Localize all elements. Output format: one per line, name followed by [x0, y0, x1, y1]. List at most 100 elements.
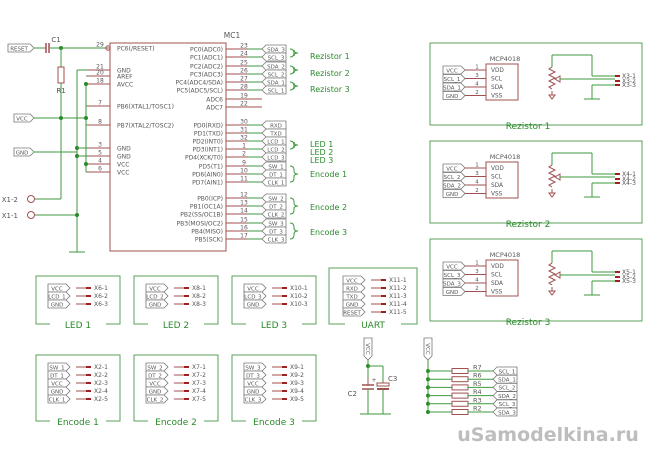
module-title: Rezistor 1 — [506, 122, 551, 132]
module-title: LED 1 — [65, 321, 91, 331]
pullup-resistor — [451, 384, 469, 391]
c3-label: C3 — [388, 375, 397, 383]
net-label-text: DT_1 — [269, 172, 283, 178]
pin-name: PB4(MISO) — [191, 229, 223, 236]
pin-name: PC5(ADC5/SCL) — [177, 88, 223, 95]
pin-stub — [615, 271, 620, 273]
net-label-text: SCL_3 — [444, 273, 461, 279]
pin-number: 1 — [242, 143, 246, 150]
pin-stub — [86, 382, 91, 384]
net-label-text: LCD_1 — [267, 139, 284, 145]
net-label-tag — [243, 283, 267, 293]
net-label-text: VCC — [51, 381, 63, 387]
pin-stub — [184, 303, 189, 305]
net-label-text: DT_3 — [246, 373, 260, 379]
net-label-tag — [342, 307, 366, 317]
pin-name: VCC — [117, 162, 129, 169]
frame-gap — [246, 415, 302, 427]
module-title: Encode 2 — [155, 418, 197, 428]
net-label-tag — [243, 291, 267, 301]
net-label-tag — [261, 161, 287, 171]
net-label-tag — [492, 399, 518, 409]
net-label-tag — [261, 193, 287, 203]
net-label-text: SCL_1 — [268, 88, 285, 94]
connector-pin-label: X6-2 — [94, 293, 108, 300]
net-label-tag — [261, 209, 287, 219]
net-label-tag — [261, 152, 287, 162]
pin-stub — [282, 374, 287, 376]
pin-stub — [86, 374, 91, 376]
net-label-text: LCD_3 — [244, 294, 262, 300]
net-label-tag — [261, 69, 287, 79]
pin-name: SDA — [491, 85, 503, 91]
pin-number: 18 — [96, 78, 104, 85]
pin-name: PC2(ADC2) — [190, 64, 223, 71]
pin-stub — [282, 382, 287, 384]
net-label-text: SCL_2 — [268, 72, 285, 78]
net-label-text: CLK_3 — [245, 397, 262, 403]
potentiometer-symbol — [547, 164, 557, 188]
pin-stub — [184, 398, 189, 400]
connector-x1-2-label: X1-2 — [2, 196, 18, 204]
pin-stub — [615, 173, 620, 175]
net-label-text: DT_2 — [148, 373, 162, 379]
pin-number: 21 — [96, 64, 104, 71]
pin-stub — [282, 303, 287, 305]
pin-stub — [615, 280, 620, 282]
net-label-tag — [145, 291, 169, 301]
pin-name: PC0(ADC0) — [190, 47, 223, 54]
connector-pin-label: X9-1 — [290, 364, 304, 371]
net-label-text: SDA_3 — [443, 281, 461, 287]
output-pin-label: X5-2 — [622, 274, 636, 281]
wiper-arrow — [554, 271, 561, 279]
connector-pin-label: X7-4 — [192, 388, 206, 395]
junction-dot — [75, 154, 79, 158]
pin-number: 27 — [240, 76, 248, 83]
pin-name: PD4(XCK/T0) — [185, 155, 223, 162]
net-label-tag — [442, 278, 466, 288]
net-label-text: SCL_1 — [444, 77, 461, 83]
connector-pin-label: X9-2 — [290, 372, 304, 379]
pin-name: GND — [117, 146, 131, 153]
pin-number: 3 — [98, 142, 102, 149]
pin-number: 16 — [240, 225, 248, 232]
net-label-tag — [261, 169, 287, 179]
net-label-tag — [442, 82, 466, 92]
net-label-text: DT_1 — [50, 373, 64, 379]
net-label-text: DT_2 — [269, 204, 283, 210]
net-label-text: CLK_1 — [49, 397, 66, 403]
net-label-text: SCL_3 — [268, 55, 285, 61]
net-label-tag — [47, 362, 71, 372]
net-label-tag — [442, 261, 466, 271]
pin-number: 10 — [240, 168, 248, 175]
module-title: Rezistor 3 — [506, 318, 551, 328]
pin-name: VCC — [117, 170, 129, 177]
net-label-tag — [261, 136, 287, 146]
chip-name: MCP4018 — [490, 251, 521, 259]
pin-stub — [381, 303, 386, 305]
net-label-tag — [261, 226, 287, 236]
module-title: UART — [361, 321, 385, 331]
chip-body — [485, 63, 519, 101]
net-label-tag — [261, 44, 287, 54]
net-label-text: LCD_1 — [48, 294, 65, 300]
net-label-text: SW_1 — [268, 164, 283, 170]
frame-gap — [500, 201, 556, 215]
resistor-r1 — [57, 66, 65, 84]
pin-name: PD6(AIN0) — [192, 172, 223, 179]
pin-number: 17 — [240, 233, 248, 240]
connector-pin-label: X10-3 — [290, 301, 308, 308]
net-label-text: SW_2 — [147, 365, 162, 371]
pin-number: 9 — [242, 160, 246, 167]
net-label-tag — [261, 234, 287, 244]
net-label-tag — [145, 394, 169, 404]
output-pin-label: X3-3 — [622, 82, 636, 89]
module-frame — [429, 238, 643, 322]
pin-stub — [615, 80, 620, 82]
pin-name: PC6(/RESET) — [117, 46, 155, 53]
pin-name: VDD — [491, 166, 504, 172]
pin-number: 24 — [240, 51, 248, 58]
pin-number: 2 — [242, 151, 246, 158]
net-label-text: TXD — [345, 294, 357, 300]
